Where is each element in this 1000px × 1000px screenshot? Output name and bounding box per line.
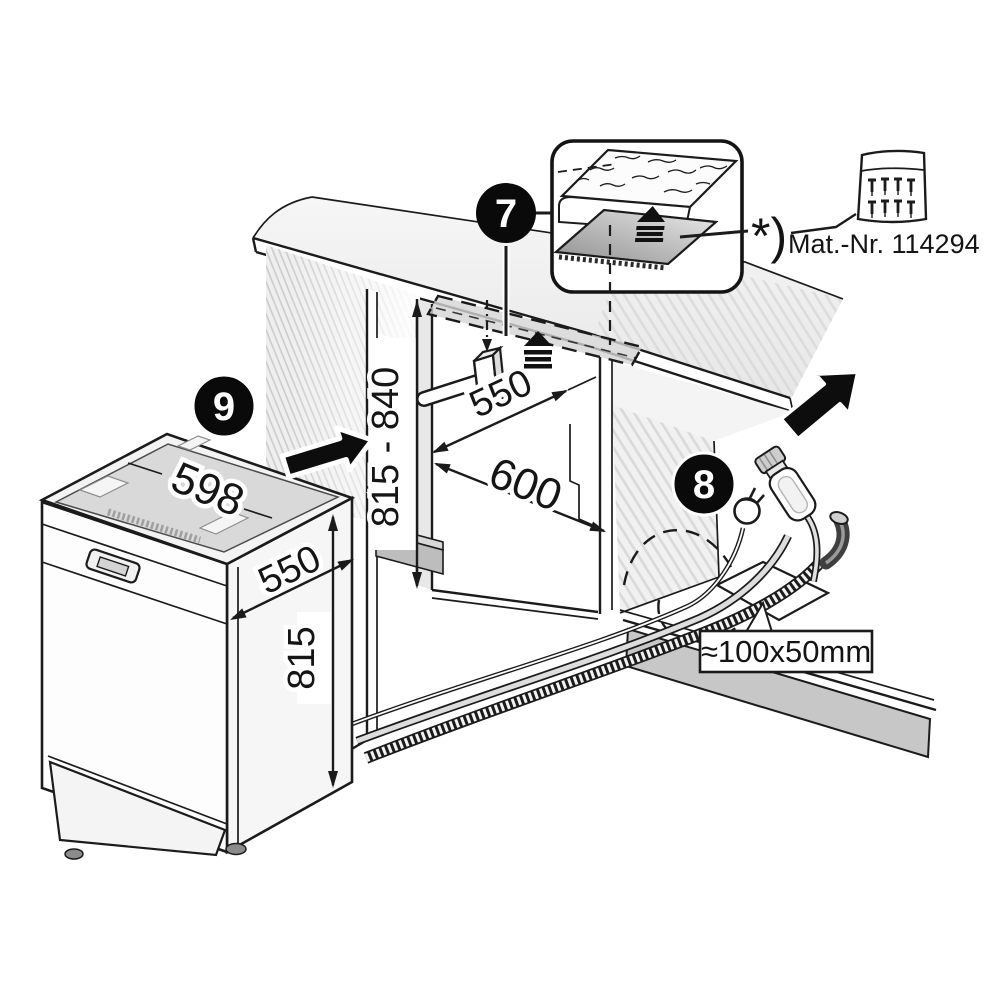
inset-dashed-edge (557, 163, 617, 173)
water-supply-hose-fill (356, 534, 791, 744)
top-panel-notch-left (78, 475, 130, 498)
appliance-height-arrow-top (328, 514, 338, 531)
dishwasher-handle (85, 548, 141, 584)
dishwasher-foot-right (225, 842, 247, 856)
drain-hose-ribs (364, 557, 826, 762)
niche-height-arrow-top (412, 300, 422, 317)
niche-height-dimension: 815 - 840 (365, 367, 407, 528)
protective-strip-inner-dash (435, 307, 637, 359)
hoses-and-connections (351, 445, 850, 764)
dishwasher-plinth-panel (48, 760, 227, 857)
appliance-height-dimension: 815 (281, 626, 323, 689)
right-cabinet-underworktop (612, 361, 793, 441)
inset-wood-grain (577, 155, 728, 193)
callout-8-circle (671, 451, 737, 517)
callout-7: 7 (476, 183, 552, 336)
niche-depth-total-arrow-left (434, 463, 451, 474)
appliance-height-arrow-bottom (328, 771, 338, 788)
mains-plug-icon (733, 487, 765, 525)
callout-9: 9 (191, 373, 257, 439)
niche-left-wall-edge (417, 299, 432, 590)
dishwasher-door-top-line (41, 523, 228, 587)
top-panel-notch-front (198, 511, 250, 535)
aquastop-valve-icon (754, 445, 821, 583)
niche-depth-total-dimension: 600 (482, 448, 568, 521)
dishwasher-foot-left (64, 848, 84, 860)
dishwasher-door-bottom-line (47, 755, 228, 825)
drain-hose-elbow (819, 511, 850, 570)
screw-packet-icon (856, 149, 928, 224)
protective-strip-dashed (426, 294, 644, 367)
niche-depth-total-arrow-right (589, 521, 606, 532)
protective-strip-location (416, 294, 644, 413)
dishwasher: 598 (38, 432, 356, 860)
niche-height-arrow-bottom (412, 572, 422, 589)
cutout-size-text: ≈100x50mm (701, 634, 871, 669)
push-direction-arrow-icon (279, 425, 375, 480)
appliance-depth-arrow-right (337, 559, 354, 571)
niche-depth-front-arrow-right (551, 390, 568, 402)
hammer-icon (416, 345, 507, 413)
callout-8: 8 (671, 451, 737, 517)
niche-height-text-bg (372, 338, 418, 550)
right-cabinet-wall-bottom (619, 576, 720, 614)
right-cabinet (598, 357, 937, 759)
worktop-left-curve (252, 196, 313, 239)
strip-detail-inset (550, 139, 749, 345)
niche-floor-front-edge2 (431, 597, 599, 620)
worktop-back-edge (311, 196, 844, 300)
dishwasher-control-panel-line (41, 561, 228, 625)
callout-7-number: 7 (495, 192, 517, 236)
press-on-arrow-icon (524, 331, 552, 369)
inset-footnote-leader (679, 229, 749, 239)
callout-7-circle (476, 183, 536, 243)
niche-depth-front-arrow-left (432, 441, 449, 453)
footnote-marker: *) (751, 208, 787, 264)
callout-9-circle (191, 373, 257, 439)
appliance-width-leader-left (127, 462, 163, 475)
callout-9-number: 9 (213, 385, 235, 429)
part-number-note: *) Mat.-Nr. 114294 (751, 149, 980, 264)
niche-depth-front-extension (567, 376, 597, 391)
hose-routing-dashed-arc1 (622, 529, 733, 586)
inset-press-on-arrow-icon (634, 206, 665, 242)
callout-8-number: 8 (693, 463, 715, 507)
appliance-width-leader-right (243, 508, 273, 519)
top-panel-vent-ribs (106, 508, 202, 544)
appliance-depth-arrow-left (230, 608, 247, 620)
appliance-height-text-bg (297, 612, 331, 704)
niche-depth-total-dim-line (435, 462, 605, 533)
right-cabinet-front-edge-fill (600, 357, 612, 614)
niche-depth-front-dim-line (433, 389, 567, 454)
mains-cable-highlight (351, 527, 744, 725)
inset-protective-strip (553, 208, 719, 266)
part-number-leader (790, 212, 857, 235)
part-number-text: Mat.-Nr. 114294 (788, 229, 980, 259)
niche-floor-front-edge (431, 588, 599, 614)
cutout-size-label: ≈100x50mm (698, 600, 874, 674)
top-panel-notch-back (176, 435, 212, 451)
cutout-label-box (698, 629, 874, 674)
tap-direction-arrowhead (482, 339, 492, 352)
slide-direction-arrow-icon (779, 370, 860, 441)
worktop-band-cap (251, 237, 258, 253)
